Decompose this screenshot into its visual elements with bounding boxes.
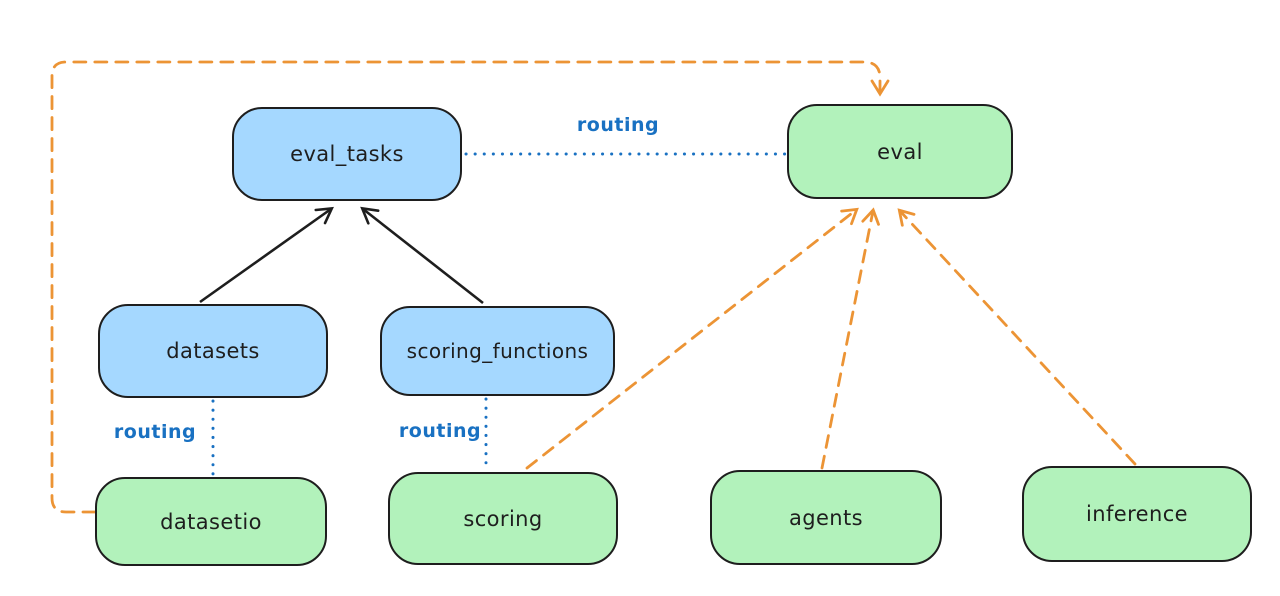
node-agents-label: agents <box>788 505 863 530</box>
routing-label-scoring_functions-scoring: routing <box>398 420 482 442</box>
node-inference-label: inference <box>1086 502 1188 526</box>
edge-datasetio-to-eval <box>50 60 890 514</box>
node-datasets: datasets <box>98 304 328 398</box>
node-scoring: scoring <box>388 472 618 565</box>
node-agents: agents <box>710 470 942 565</box>
edge-datasets-to-eval_tasks <box>199 206 334 304</box>
node-datasets-label: datasets <box>166 339 260 363</box>
node-eval_tasks: eval_tasks <box>232 107 462 201</box>
edge-scoring-to-eval <box>525 207 859 470</box>
node-scoring_functions-label: scoring_functions <box>406 339 589 363</box>
routing-label-datasets-datasetio: routing <box>113 421 197 443</box>
node-eval_tasks-label: eval_tasks <box>290 142 404 166</box>
routing-label-eval_tasks-eval: routing <box>576 114 660 136</box>
node-datasetio: datasetio <box>95 477 327 566</box>
edge-scoring_functions-to-eval_tasks <box>360 206 484 305</box>
node-inference: inference <box>1022 466 1252 562</box>
node-scoring-label: scoring <box>463 506 543 531</box>
node-eval-label: eval <box>877 139 923 164</box>
edge-agents-to-eval <box>820 207 880 470</box>
node-scoring_functions: scoring_functions <box>380 306 615 396</box>
node-datasetio-label: datasetio <box>160 509 262 534</box>
node-eval: eval <box>787 104 1013 199</box>
edge-inference-to-eval <box>897 208 1137 466</box>
